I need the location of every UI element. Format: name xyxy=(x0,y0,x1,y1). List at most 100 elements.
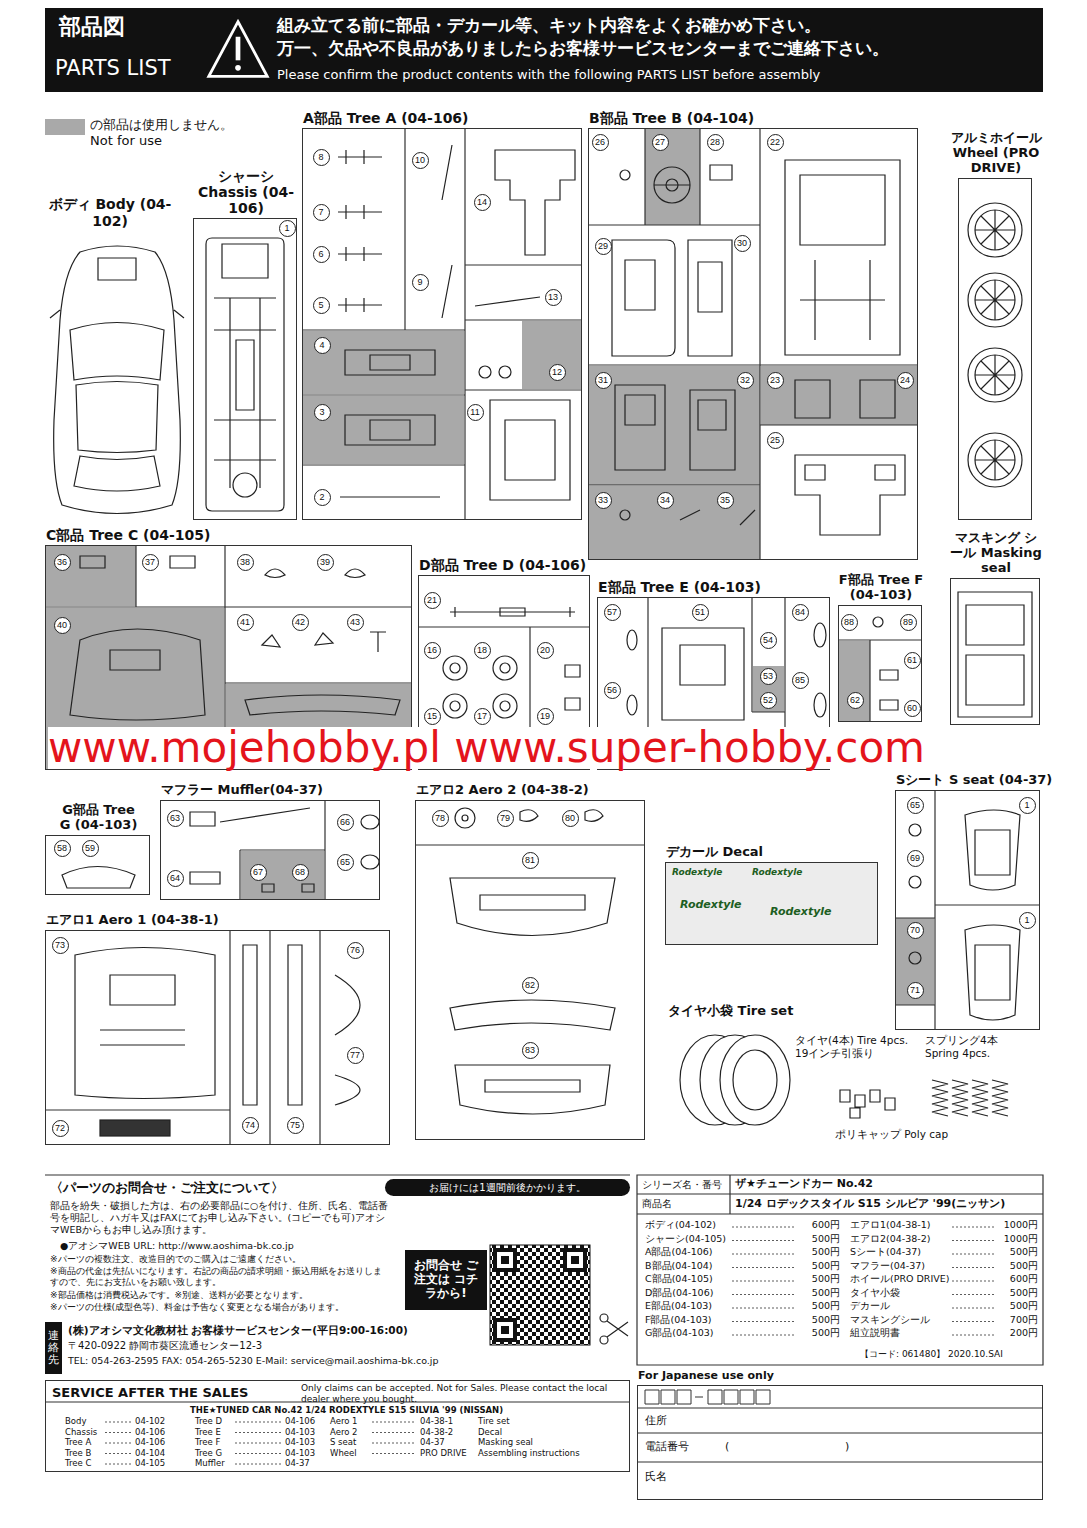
node-label: Please confirm the product contents with… xyxy=(277,68,820,83)
poly-caps xyxy=(840,1090,895,1118)
disc-part xyxy=(443,656,467,680)
table-cell: 04-105 xyxy=(135,1459,165,1468)
table-cell: C部品(04-105) xyxy=(645,1274,713,1284)
qr-finder xyxy=(571,1256,579,1264)
frame-heading: G部品 Tree G (04-103) xyxy=(58,803,140,833)
note-text: ※部品価格は消費税込みです。※別途、送料が必要となります。 xyxy=(50,1290,390,1301)
order-table-lines xyxy=(637,1175,1043,1462)
table-cell: 組立説明書 xyxy=(850,1328,900,1338)
table-cell: マフラー(04-37) xyxy=(850,1261,925,1271)
table-cell: Sシート(04-37) xyxy=(850,1247,921,1257)
table-cell: F部品(04-103) xyxy=(645,1315,712,1325)
table-cell: ザ★チューンドカー No.42 xyxy=(735,1177,873,1190)
callout-number: 36 xyxy=(54,554,71,571)
disc-part xyxy=(443,694,467,718)
tree-g-part xyxy=(62,867,135,889)
table-cell: 04-103 xyxy=(285,1438,315,1447)
wheel xyxy=(975,280,1015,320)
callout-number: 20 xyxy=(537,642,554,659)
tree-dividers xyxy=(45,128,1040,1402)
note-text: 部品を紛失・破損した方は、右の必要部品に○を付け、住所、氏名、電話番号を明記し、… xyxy=(50,1200,390,1236)
callout-number: 78 xyxy=(432,810,449,827)
contact-text: (株)アオシマ文化教材社 お客様サービスセンター(平日9:00-16:00) xyxy=(68,1324,408,1337)
price-cell: 600円 xyxy=(800,1220,840,1230)
table-cell: Decal xyxy=(478,1428,502,1437)
table-cell: タイヤ小袋 xyxy=(850,1288,900,1298)
frame-heading: シャーシ Chassis (04-106) xyxy=(190,168,302,216)
frame-heading: For Japanese use only xyxy=(638,1370,774,1383)
wheel xyxy=(975,355,1015,395)
tree-a-parts xyxy=(499,366,511,378)
callout-number: 73 xyxy=(52,937,69,954)
node-label: お問合せ ご注文は コチラから! xyxy=(410,1259,482,1300)
tree-e-parts xyxy=(662,628,744,720)
callout-number: 40 xyxy=(54,617,71,634)
node-label: SERVICE AFTER THE SALES xyxy=(52,1386,248,1401)
callout-number: 62 xyxy=(847,692,864,709)
seat-parts xyxy=(909,876,921,888)
price-cell: 600円 xyxy=(998,1274,1038,1284)
callout-number: 52 xyxy=(760,692,777,709)
frame-heading: マスキング シール Masking seal xyxy=(950,531,1042,576)
callout-number: 32 xyxy=(737,372,754,389)
callout-number: 39 xyxy=(317,554,334,571)
callout-number: 10 xyxy=(412,152,429,169)
callout-number: 57 xyxy=(604,604,621,621)
price-cell: 500円 xyxy=(800,1315,840,1325)
table-cell: 04-38-2 xyxy=(420,1428,453,1437)
contact-text: TEL: 054-263-2595 FAX: 054-265-5230 E-Ma… xyxy=(68,1355,438,1366)
node-label: PARTS LIST xyxy=(55,56,171,80)
callout-number: 58 xyxy=(54,840,71,857)
table-cell: S seat xyxy=(330,1438,356,1447)
table-cell: 04-103 xyxy=(285,1428,315,1437)
price-cell: 500円 xyxy=(800,1288,840,1298)
delivery-pill: お届けには1週間前後かかります。 xyxy=(385,1179,630,1196)
wheel-spokes xyxy=(975,210,1015,480)
qr-finder xyxy=(497,1252,513,1268)
callout-number: 1 xyxy=(279,220,296,237)
car-body xyxy=(50,246,184,514)
form-field: 電話番号 xyxy=(645,1440,689,1453)
price-cell: 700円 xyxy=(998,1315,1038,1325)
wheel-frame: アルミホイール Wheel (PRO DRIVE) xyxy=(958,178,1032,520)
qr-finder xyxy=(501,1326,509,1334)
wheel xyxy=(968,433,1022,487)
text-line: 組み立てる前に部品・デカール等、キット内容をよくお確かめ下さい。 xyxy=(277,14,821,37)
table-cell: Assembling instructions xyxy=(478,1449,580,1458)
callout-number: 19 xyxy=(537,708,554,725)
table-cell: Muffler xyxy=(195,1459,225,1468)
table-cell: Body xyxy=(65,1417,86,1426)
callout-number: 41 xyxy=(237,614,254,631)
table-cell: D部品(04-106) xyxy=(645,1288,713,1298)
form-field: 氏名 xyxy=(645,1470,667,1483)
callout-number: 30 xyxy=(734,235,751,252)
tree-b-parts xyxy=(612,160,905,535)
tree-e-parts xyxy=(814,693,826,717)
wheel xyxy=(968,348,1022,402)
seat-parts xyxy=(909,824,921,836)
callout-number: 23 xyxy=(767,372,784,389)
steering-wheel xyxy=(666,179,678,191)
tree-b-parts xyxy=(620,510,630,520)
scissors xyxy=(600,1314,628,1344)
callout-number: 56 xyxy=(604,682,621,699)
callout-number: 6 xyxy=(313,246,330,263)
price-cell: 500円 xyxy=(800,1301,840,1311)
part-label: スプリング4本 Spring 4pcs. xyxy=(925,1034,1025,1059)
callout-number: 67 xyxy=(250,864,267,881)
chassis-frame: シャーシ Chassis (04-106) xyxy=(193,218,297,520)
frame-heading: E部品 Tree E (04-103) xyxy=(598,579,761,595)
table-cell: 04-103 xyxy=(285,1449,315,1458)
decal-logo: Rodextyle xyxy=(672,867,722,878)
table-cell: Tree E xyxy=(195,1428,221,1437)
frame-heading: エアロ1 Aero 1 (04-38-1) xyxy=(46,913,219,928)
qr-finder xyxy=(493,1248,517,1272)
qr-code xyxy=(490,1245,590,1345)
note-text: ※パーツの複数注文、改造目的でのご購入はご遠慮ください。 xyxy=(50,1254,390,1265)
table-cell: Aero 1 xyxy=(330,1417,358,1426)
price-cell: 500円 xyxy=(998,1301,1038,1311)
form-field: 住所 xyxy=(645,1414,667,1427)
table-cell: エアロ1(04-38-1) xyxy=(850,1220,931,1230)
table-cell: ボディ(04-102) xyxy=(645,1220,716,1230)
